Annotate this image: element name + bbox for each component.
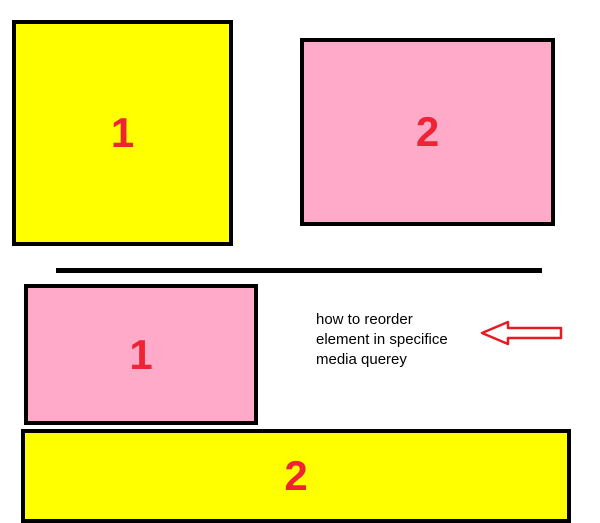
question-note: how to reorder element in specifice medi… — [316, 310, 496, 370]
top-box-2-label: 2 — [415, 108, 440, 155]
arrow-outline — [480, 320, 563, 346]
bottom-box-1-label: 1 — [129, 330, 153, 378]
bottom-box-1-pink: 1 — [24, 284, 258, 425]
top-box-2-pink: 2 — [300, 38, 555, 226]
note-line-2: element in specifice — [316, 331, 448, 348]
left-arrow-icon — [480, 320, 563, 346]
divider-line — [56, 268, 542, 273]
top-box-1-yellow: 1 — [12, 20, 233, 246]
note-line-3: media querey — [316, 351, 407, 368]
bottom-box-2-yellow: 2 — [21, 429, 571, 523]
note-line-1: how to reorder — [316, 311, 413, 328]
top-box-1-label: 1 — [110, 109, 135, 156]
bottom-box-2-label: 2 — [284, 452, 308, 499]
